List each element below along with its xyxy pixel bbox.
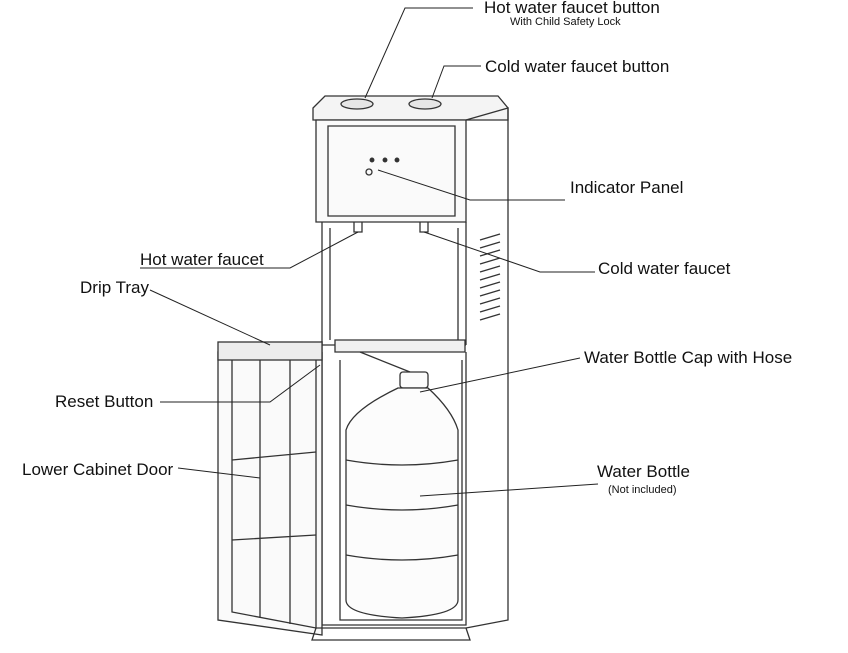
hot-faucet-nozzle (353, 222, 363, 233)
lower-cabinet-door-shape (217, 341, 323, 636)
label-reset-button: Reset Button (55, 392, 154, 411)
water-bottle-shape (345, 371, 459, 619)
label-cold-water-faucet-button: Cold water faucet button (485, 57, 670, 76)
indicator-light-3 (394, 157, 400, 163)
dispense-recess (321, 222, 467, 345)
bottle-cap-hose (359, 351, 411, 373)
indicator-light-2 (382, 157, 388, 163)
side-vents (479, 233, 501, 321)
base (311, 627, 471, 641)
label-drip-tray: Drip Tray (80, 278, 149, 297)
leader-hot-faucet (140, 231, 359, 269)
leader-hot-button (364, 7, 473, 99)
leader-cold-button (431, 65, 481, 99)
indicator-light-1 (369, 157, 375, 163)
label-water-bottle: Water Bottle (597, 462, 690, 481)
hot-button-knob (340, 98, 374, 110)
leader-cold-faucet (423, 231, 595, 273)
label-lower-cabinet-door: Lower Cabinet Door (22, 460, 174, 479)
label-child-safety-lock: With Child Safety Lock (510, 16, 621, 28)
label-not-included: (Not included) (608, 484, 677, 496)
side-body (465, 107, 509, 629)
drip-tray-shape (334, 339, 466, 353)
label-water-bottle-cap: Water Bottle Cap with Hose (584, 348, 793, 367)
cold-button-knob (408, 98, 442, 110)
label-cold-water-faucet: Cold water faucet (598, 259, 731, 278)
label-hot-water-faucet-button: Hot water faucet button (484, 0, 660, 17)
leader-indicator-panel (377, 169, 565, 201)
label-indicator-panel: Indicator Panel (570, 178, 684, 197)
leader-lower-door (177, 467, 261, 479)
leader-drip-tray (149, 289, 271, 346)
cold-faucet-nozzle (419, 222, 429, 233)
upper-front-panel (315, 119, 467, 223)
leader-water-bottle (419, 483, 599, 497)
leader-bottle-cap (419, 357, 581, 393)
leader-reset-button (160, 364, 321, 403)
label-hot-water-faucet: Hot water faucet (140, 250, 264, 269)
door-tray (217, 341, 323, 361)
